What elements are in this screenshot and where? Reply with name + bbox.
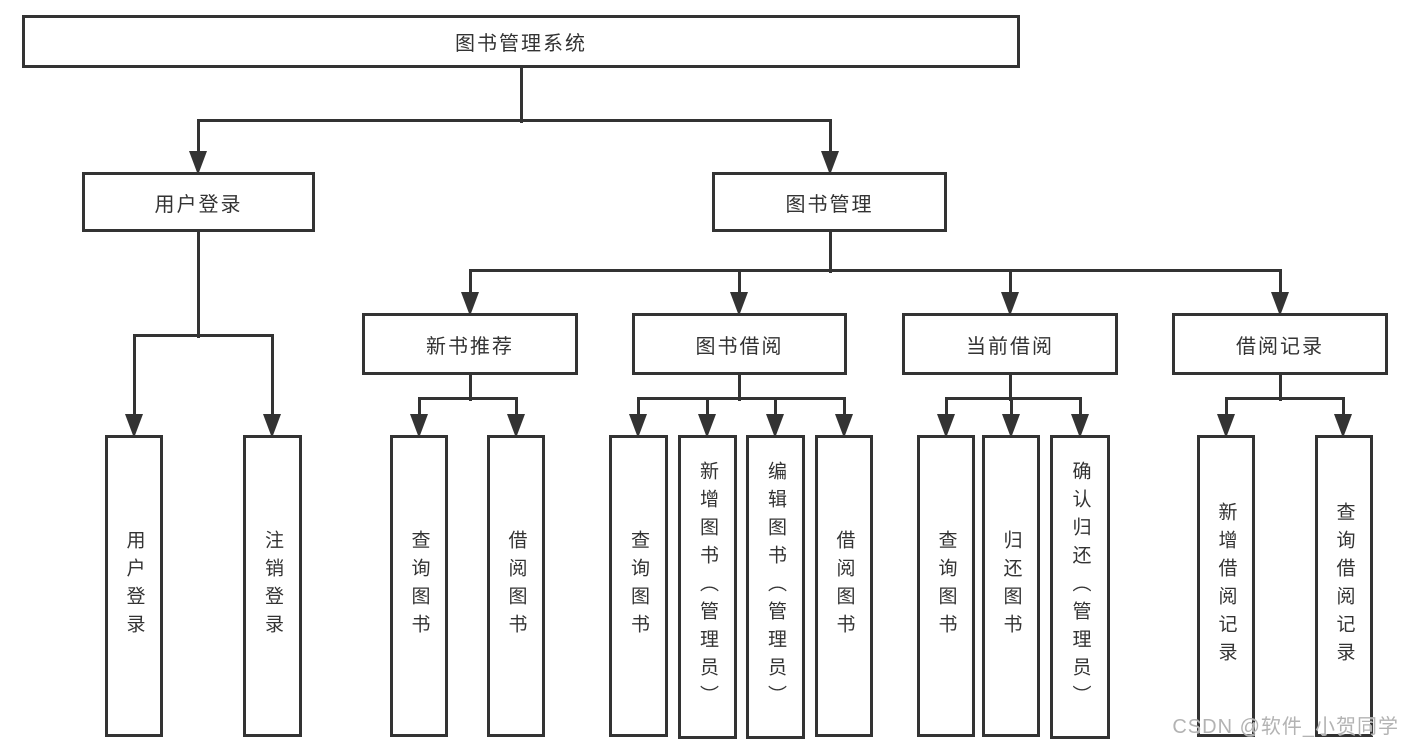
connector-drop-line	[1224, 398, 1228, 416]
node-book-management-label: 图书管理	[785, 193, 874, 216]
arrow-down-icon	[1001, 292, 1019, 316]
leaf-borrowing-query-books-label: 查询图书	[628, 530, 649, 642]
leaf-records-query-record: 查询借阅记录	[1315, 435, 1373, 737]
arrow-down-icon	[263, 414, 281, 438]
arrow-down-icon	[1071, 414, 1089, 438]
leaf-user-login-label: 用户登录	[123, 530, 145, 642]
leaf-current-confirm-return-admin-label: 确认归还（管理员）	[1069, 461, 1091, 713]
connector-drop-line	[468, 270, 472, 294]
leaf-newrec-borrow-books-label: 借阅图书	[505, 530, 527, 642]
connector-stem-line	[1008, 375, 1012, 401]
arrow-down-icon	[821, 151, 839, 175]
arrow-down-icon	[730, 292, 748, 316]
node-borrow-records-label: 借阅记录	[1236, 335, 1324, 358]
node-book-management: 图书管理	[712, 172, 947, 232]
connector-drop-line	[944, 398, 948, 416]
arrow-down-icon	[835, 414, 853, 438]
connector-rail-line	[196, 118, 832, 122]
connector-drop-line	[1278, 270, 1282, 294]
leaf-records-query-record-label: 查询借阅记录	[1333, 502, 1355, 670]
node-current-borrowing-label: 当前借阅	[966, 335, 1054, 358]
arrow-down-icon	[937, 414, 955, 438]
connector-stem-line	[468, 375, 472, 401]
arrow-down-icon	[1334, 414, 1352, 438]
leaf-current-return-books-label: 归还图书	[1000, 530, 1022, 642]
node-borrow-records: 借阅记录	[1172, 313, 1388, 375]
leaf-borrowing-query-books: 查询图书	[609, 435, 668, 737]
node-new-book-recommend-label: 新书推荐	[426, 335, 514, 358]
arrow-down-icon	[461, 292, 479, 316]
node-current-borrowing: 当前借阅	[902, 313, 1118, 375]
leaf-borrowing-add-books-admin-label: 新增图书（管理员）	[697, 461, 718, 713]
connector-drop-line	[1009, 398, 1013, 416]
node-book-borrowing-label: 图书借阅	[695, 335, 784, 358]
arrow-down-icon	[1271, 292, 1289, 316]
node-book-borrowing: 图书借阅	[632, 313, 847, 375]
arrow-down-icon	[125, 414, 143, 438]
connector-drop-line	[132, 335, 136, 416]
leaf-records-add-record: 新增借阅记录	[1197, 435, 1255, 737]
leaf-current-return-books: 归还图书	[982, 435, 1040, 737]
connector-drop-line	[1078, 398, 1082, 416]
node-system-root: 图书管理系统	[22, 15, 1020, 68]
connector-rail-line	[944, 396, 1082, 400]
leaf-user-login: 用户登录	[105, 435, 163, 737]
leaf-records-add-record-label: 新增借阅记录	[1215, 502, 1237, 670]
arrow-down-icon	[766, 414, 784, 438]
connector-drop-line	[1008, 270, 1012, 294]
connector-rail-line	[468, 268, 1282, 272]
connector-stem-line	[828, 232, 832, 273]
csdn-watermark: CSDN @软件_小贺同学	[1172, 716, 1399, 738]
connector-drop-line	[514, 398, 518, 416]
connector-drop-line	[270, 335, 274, 416]
connector-rail-line	[417, 396, 518, 400]
leaf-newrec-borrow-books: 借阅图书	[487, 435, 545, 737]
connector-rail-line	[132, 333, 274, 337]
arrow-down-icon	[1217, 414, 1235, 438]
connector-stem-line	[196, 232, 200, 338]
arrow-down-icon	[629, 414, 647, 438]
leaf-borrowing-borrow-books: 借阅图书	[815, 435, 873, 737]
leaf-current-query-books: 查询图书	[917, 435, 975, 737]
node-system-root-label: 图书管理系统	[455, 33, 587, 55]
arrow-down-icon	[507, 414, 525, 438]
leaf-borrowing-borrow-books-label: 借阅图书	[833, 530, 855, 642]
connector-stem-line	[737, 375, 741, 401]
leaf-current-query-books-label: 查询图书	[935, 530, 957, 642]
connector-drop-line	[773, 398, 777, 416]
arrow-down-icon	[1002, 414, 1020, 438]
leaf-borrowing-add-books-admin: 新增图书（管理员）	[678, 435, 737, 739]
node-user-login: 用户登录	[82, 172, 315, 232]
leaf-logout: 注销登录	[243, 435, 302, 737]
node-user-login-label: 用户登录	[154, 193, 243, 216]
connector-stem-line	[519, 68, 523, 123]
arrow-down-icon	[698, 414, 716, 438]
connector-drop-line	[196, 120, 200, 153]
leaf-current-confirm-return-admin: 确认归还（管理员）	[1050, 435, 1110, 739]
connector-drop-line	[1341, 398, 1345, 416]
leaf-borrowing-edit-books-admin: 编辑图书（管理员）	[746, 435, 805, 739]
node-new-book-recommend: 新书推荐	[362, 313, 578, 375]
connector-drop-line	[842, 398, 846, 416]
leaf-newrec-query-books: 查询图书	[390, 435, 448, 737]
connector-rail-line	[1224, 396, 1345, 400]
leaf-logout-label: 注销登录	[262, 530, 283, 642]
connector-stem-line	[1278, 375, 1282, 401]
leaf-newrec-query-books-label: 查询图书	[408, 530, 430, 642]
connector-drop-line	[828, 120, 832, 153]
connector-drop-line	[417, 398, 421, 416]
arrow-down-icon	[189, 151, 207, 175]
arrow-down-icon	[410, 414, 428, 438]
connector-drop-line	[705, 398, 709, 416]
connector-drop-line	[636, 398, 640, 416]
connector-drop-line	[737, 270, 741, 294]
leaf-borrowing-edit-books-admin-label: 编辑图书（管理员）	[765, 461, 786, 713]
connector-rail-line	[636, 396, 846, 400]
